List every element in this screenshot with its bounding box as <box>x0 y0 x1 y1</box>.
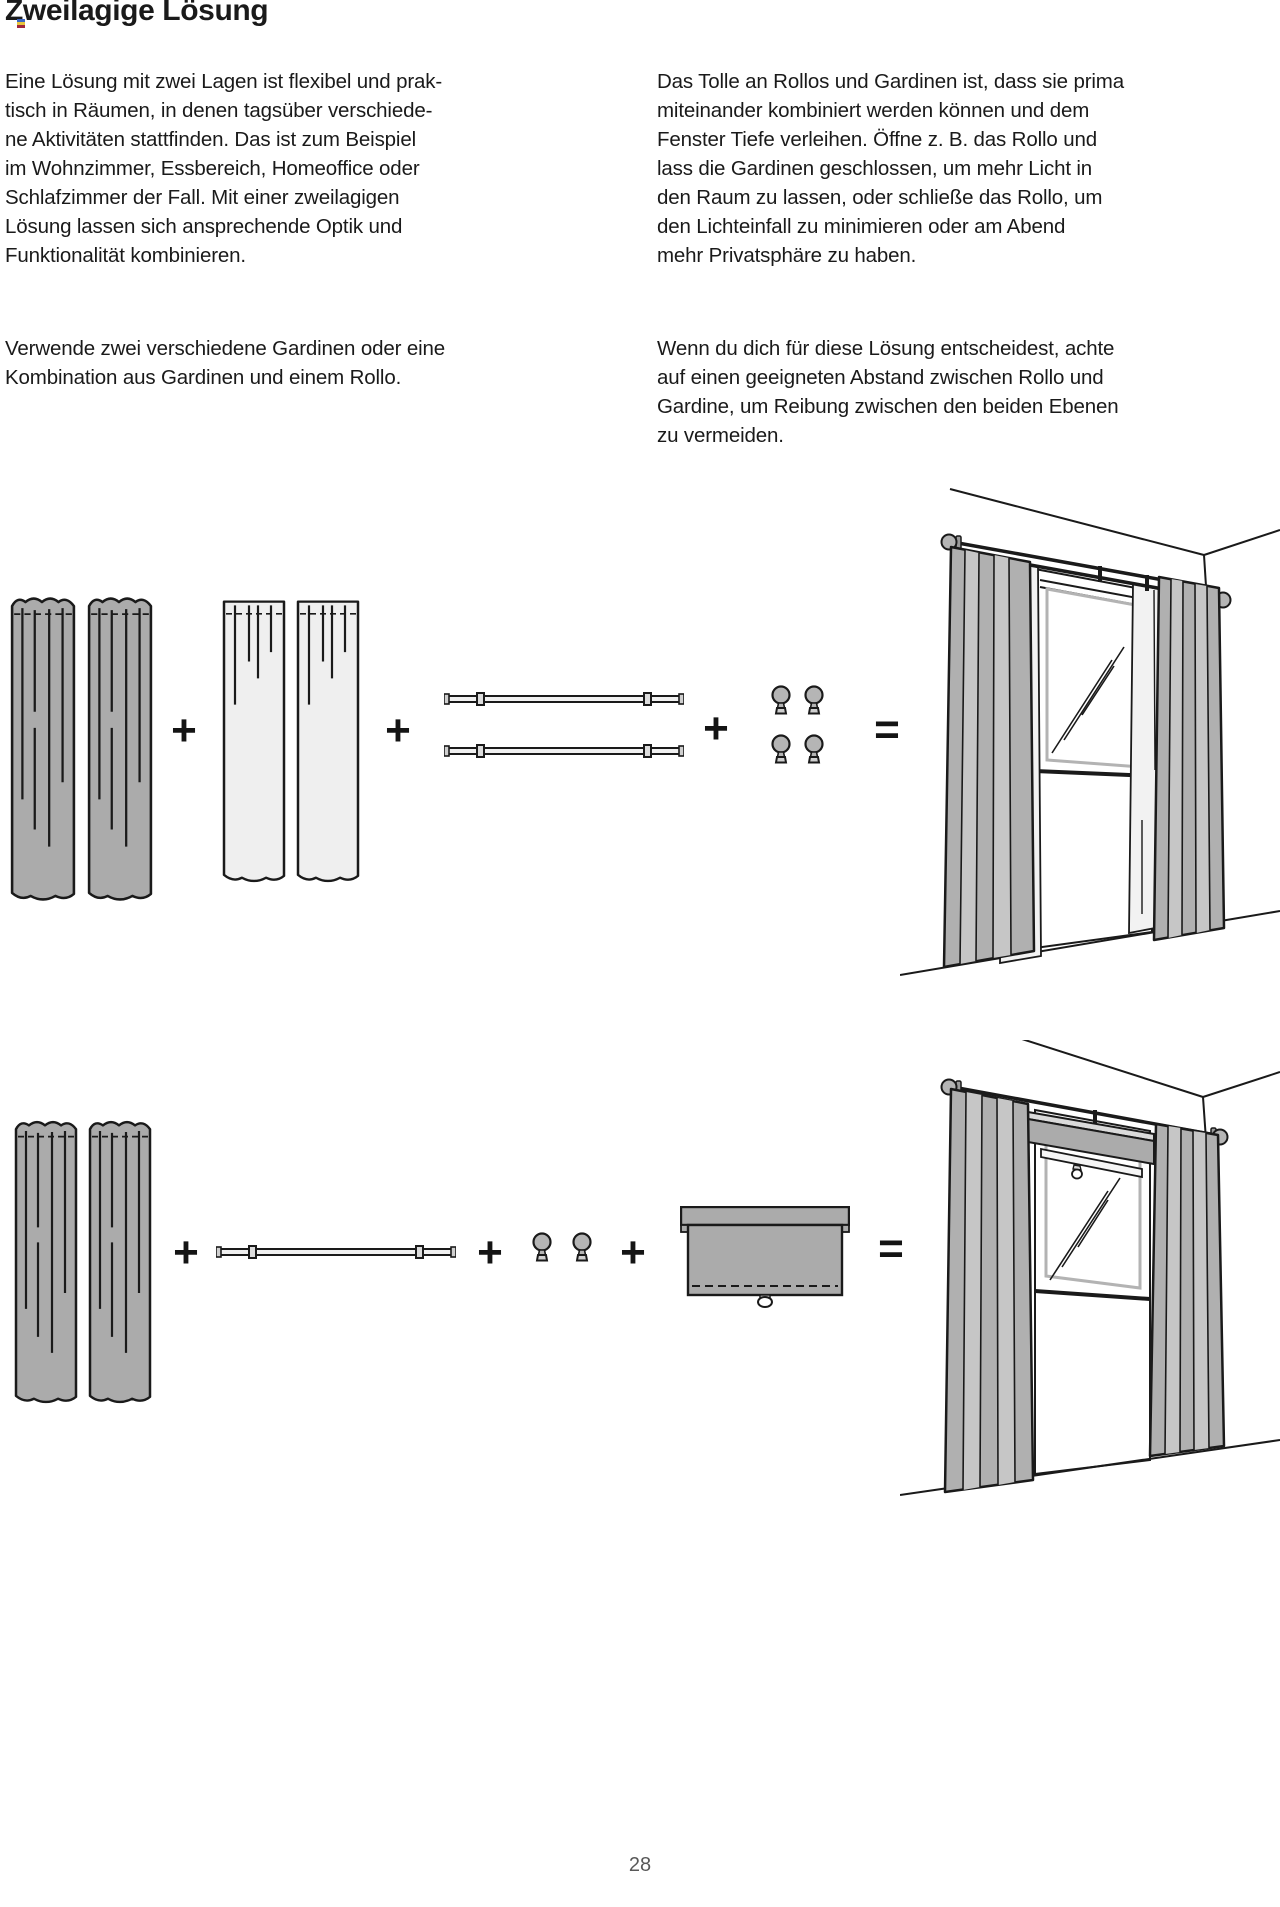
intro-column-left: Eine Lösung mit zwei Lagen ist flexibel … <box>5 38 521 421</box>
dark-curtain-pair-icon <box>14 1120 152 1404</box>
intro-right-paragraph-2: Wenn du dich für diese Lösung entscheide… <box>657 337 1119 447</box>
four-finials-icon <box>771 685 824 764</box>
plus-icon: + <box>620 1228 646 1277</box>
dark-curtain-pair-icon <box>10 597 153 901</box>
plus-icon: + <box>703 704 729 753</box>
intro-left-paragraph-1: Eine Lösung mit zwei Lagen ist flexibel … <box>5 70 443 267</box>
window-two-layer-curtains-illustration <box>900 488 1280 976</box>
intro-column-right: Das Tolle an Rollos und Gardinen ist, da… <box>657 38 1173 479</box>
page-title: Zweilagige Lösung <box>5 0 269 27</box>
plus-icon: + <box>477 1228 503 1277</box>
roller-blind-icon <box>680 1206 850 1308</box>
page-number: 28 <box>628 1854 652 1876</box>
intro-left-paragraph-2: Verwende zwei verschiedene Gardinen oder… <box>5 337 445 389</box>
curtain-rod-icon <box>216 1245 456 1259</box>
two-finials-icon <box>532 1232 592 1262</box>
equals-icon: = <box>874 705 900 754</box>
equals-icon: = <box>878 1224 904 1273</box>
intro-right-paragraph-1: Das Tolle an Rollos und Gardinen ist, da… <box>657 70 1124 267</box>
plus-icon: + <box>385 706 411 755</box>
title-color-artifact <box>17 19 25 28</box>
plus-icon: + <box>173 1228 199 1277</box>
sheer-curtain-pair-icon <box>222 600 360 883</box>
window-curtains-roller-blind-illustration <box>900 1040 1280 1496</box>
curtain-rods-icon <box>444 692 684 758</box>
plus-icon: + <box>171 706 197 755</box>
